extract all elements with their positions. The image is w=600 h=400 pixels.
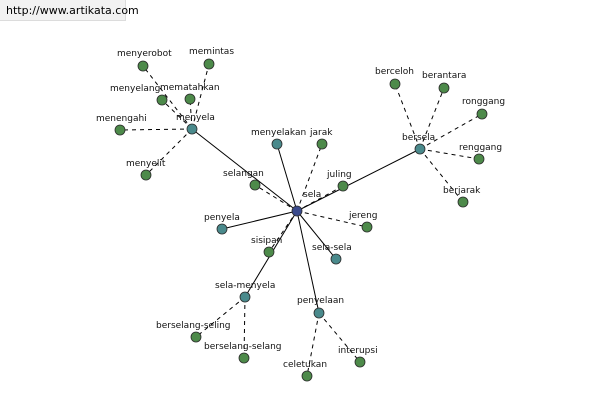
graph-nodes (114, 58, 488, 382)
node-sela[interactable] (291, 205, 303, 217)
node-label-sisipan: sisipan (251, 236, 282, 246)
node-menyelit[interactable] (140, 169, 152, 181)
node-jereng[interactable] (361, 221, 373, 233)
node-label-menyelang: menyelang (110, 84, 160, 94)
node-memintas[interactable] (203, 58, 215, 70)
edge-sela-jarak (296, 143, 323, 212)
node-juling[interactable] (337, 180, 349, 192)
edge-penyelaan-interupsi (318, 312, 361, 363)
edge-bersela-berceloh (394, 83, 421, 150)
node-sela-menyela[interactable] (239, 291, 251, 303)
node-label-penyela: penyela (204, 213, 240, 223)
edge-penyelaan-celetukan (306, 312, 320, 377)
edge-sela-selangan (254, 184, 298, 212)
node-selangan[interactable] (249, 179, 261, 191)
edge-menyela-menyerobot (142, 65, 193, 130)
node-label-berantara: berantara (422, 71, 466, 81)
node-mematahkan[interactable] (184, 93, 196, 105)
node-sela-sela[interactable] (330, 253, 342, 265)
edge-sela-menyela-berselang-seling (195, 296, 246, 338)
node-renggang[interactable] (473, 153, 485, 165)
node-label-menyerobot: menyerobot (117, 49, 172, 59)
edge-menyela-menyelang (161, 99, 193, 130)
node-label-sela-menyela: sela-menyela (215, 281, 275, 291)
node-label-penyelaan: penyelaan (297, 296, 344, 306)
node-label-renggang: renggang (459, 143, 502, 153)
node-menyerobot[interactable] (137, 60, 149, 72)
node-penyela[interactable] (216, 223, 228, 235)
node-label-jarak: jarak (309, 128, 333, 138)
node-menyelakan[interactable] (271, 138, 283, 150)
node-label-berselang-selang: berselang-selang (204, 342, 282, 352)
edge-bersela-renggang (419, 148, 480, 160)
node-label-bersela: bersela (402, 133, 435, 143)
node-label-ronggang: ronggang (462, 97, 505, 107)
node-penyelaan[interactable] (313, 307, 325, 319)
node-menengahi[interactable] (114, 124, 126, 136)
node-label-berselang-seling: berselang-seling (156, 321, 231, 331)
node-label-sela: sela (303, 190, 321, 200)
node-label-juling: juling (326, 170, 352, 180)
node-celetukan[interactable] (301, 370, 313, 382)
node-ronggang[interactable] (476, 108, 488, 120)
node-label-celetukan: celetukan (283, 360, 327, 370)
node-label-menyelit: menyelit (126, 159, 166, 169)
edge-sela-penyela (221, 210, 298, 230)
edge-sela-sela-sela (296, 210, 337, 260)
node-jarak[interactable] (316, 138, 328, 150)
node-berselang-selang[interactable] (238, 352, 250, 364)
node-berantara[interactable] (438, 82, 450, 94)
edge-sela-menyelakan (276, 143, 298, 212)
edge-bersela-ronggang (419, 113, 483, 150)
node-label-menengahi: menengahi (96, 114, 147, 124)
node-sisipan[interactable] (263, 246, 275, 258)
node-label-berceloh: berceloh (375, 67, 414, 77)
node-berjarak[interactable] (457, 196, 469, 208)
edge-sela-penyelaan (296, 210, 320, 314)
edge-menyela-menyelit (145, 128, 193, 176)
node-label-sela-sela: sela-sela (312, 243, 352, 253)
node-label-selangan: selangan (223, 169, 264, 179)
edge-menyela-menengahi (119, 128, 193, 131)
edge-bersela-berjarak (419, 148, 464, 203)
node-label-jereng: jereng (348, 211, 378, 221)
edge-sela-menyela-berselang-selang (243, 296, 246, 359)
node-label-interupsi: interupsi (338, 346, 378, 356)
node-label-memintas: memintas (189, 47, 234, 57)
node-label-mematahkan: mematahkan (160, 83, 220, 93)
edge-sela-menyela (191, 128, 298, 212)
edge-sela-sisipan (268, 210, 298, 253)
node-menyela[interactable] (186, 123, 198, 135)
graph-labels: sela menyela bersela sela-menyela penyelaan m… (96, 47, 505, 370)
node-label-berjarak: berjarak (443, 186, 481, 196)
site-url-banner: http://www.artikata.com (0, 0, 139, 21)
edge-menyela-memintas (191, 63, 210, 130)
edge-sela-bersela (296, 148, 421, 212)
node-label-menyelakan: menyelakan (251, 128, 306, 138)
edge-sela-jereng (296, 210, 368, 228)
node-berceloh[interactable] (389, 78, 401, 90)
edge-sela-juling (296, 185, 344, 212)
node-menyelang[interactable] (156, 94, 168, 106)
node-interupsi[interactable] (354, 356, 366, 368)
edge-bersela-berantara (419, 87, 445, 150)
node-bersela[interactable] (414, 143, 426, 155)
node-berselang-seling[interactable] (190, 331, 202, 343)
node-label-menyela: menyela (176, 113, 215, 123)
